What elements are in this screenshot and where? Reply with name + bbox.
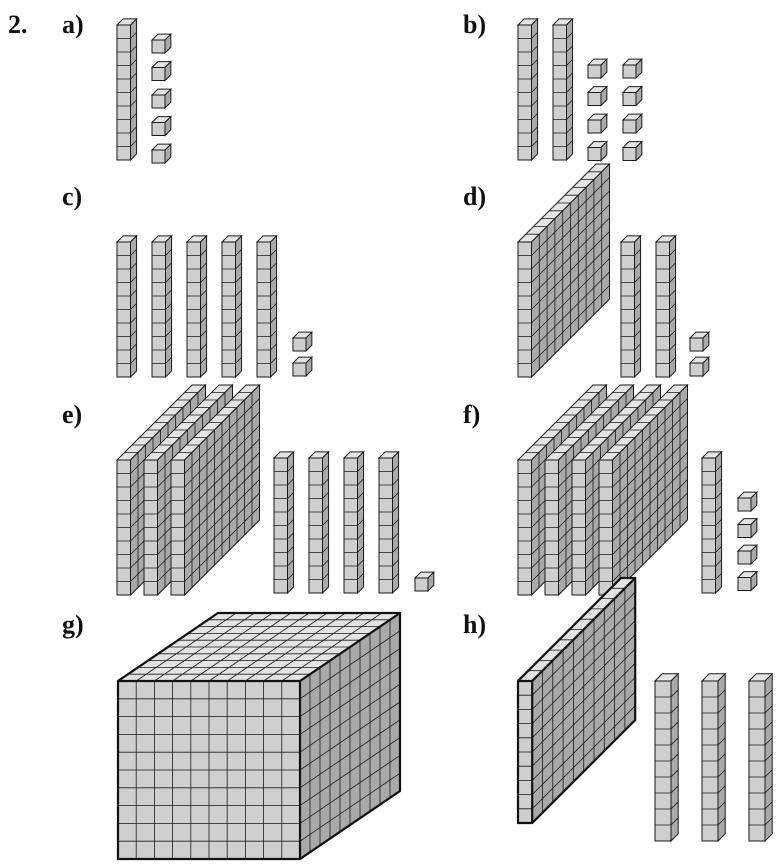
unit-cube (623, 59, 642, 78)
part-a-blocks (117, 19, 171, 163)
ten-rod (656, 236, 676, 377)
unit-cube (738, 572, 757, 591)
unit-cube (152, 62, 171, 81)
unit-cube (588, 114, 607, 133)
part-d-label: d) (463, 182, 486, 211)
unit-cube (588, 59, 607, 78)
unit-cube (152, 117, 171, 136)
unit-cube (588, 87, 607, 106)
unit-cube (738, 492, 757, 511)
unit-cube (293, 357, 312, 376)
part-b-label: b) (463, 10, 486, 39)
unit-cube (152, 89, 171, 108)
ten-rod (518, 19, 538, 160)
ten-rod (553, 19, 573, 160)
ten-rod (702, 452, 722, 593)
part-f-blocks (518, 385, 757, 595)
ten-rod (274, 452, 294, 593)
unit-cube (738, 545, 757, 564)
ten-rod (117, 19, 137, 160)
unit-cube (690, 357, 709, 376)
ten-rod (309, 452, 329, 593)
ten-rod (257, 236, 277, 377)
part-e-label: e) (62, 400, 82, 429)
part-g-blocks (118, 613, 400, 859)
hundred-flat (518, 164, 610, 377)
part-h-blocks (518, 578, 772, 841)
unit-cube (588, 142, 607, 161)
part-b-blocks (518, 19, 642, 161)
unit-cube (690, 332, 709, 351)
ten-rod (222, 236, 242, 377)
part-c-blocks (117, 236, 312, 377)
part-c-label: c) (62, 182, 82, 211)
part-f-label: f) (463, 400, 480, 429)
unit-cube (293, 332, 312, 351)
part-d-blocks (518, 164, 709, 377)
ten-rod (379, 452, 399, 593)
ten-rod (749, 674, 772, 841)
part-g-label: g) (62, 610, 84, 639)
ten-rod (152, 236, 172, 377)
ten-rod (621, 236, 641, 377)
hundred-flat (518, 578, 635, 823)
thousand-cube (118, 613, 400, 859)
part-a-label: a) (62, 10, 84, 39)
ten-rod (655, 674, 678, 841)
ten-rod (187, 236, 207, 377)
unit-cube (415, 572, 434, 591)
part-h-label: h) (463, 610, 486, 639)
ten-rod (344, 452, 364, 593)
part-e-blocks (117, 385, 434, 595)
unit-cube (623, 142, 642, 161)
ten-rod (117, 236, 137, 377)
ten-rod (702, 674, 725, 841)
unit-cube (623, 87, 642, 106)
unit-cube (152, 34, 171, 53)
unit-cube (623, 114, 642, 133)
exercise-number: 2. (8, 10, 28, 39)
unit-cube (152, 144, 171, 163)
unit-cube (738, 519, 757, 538)
